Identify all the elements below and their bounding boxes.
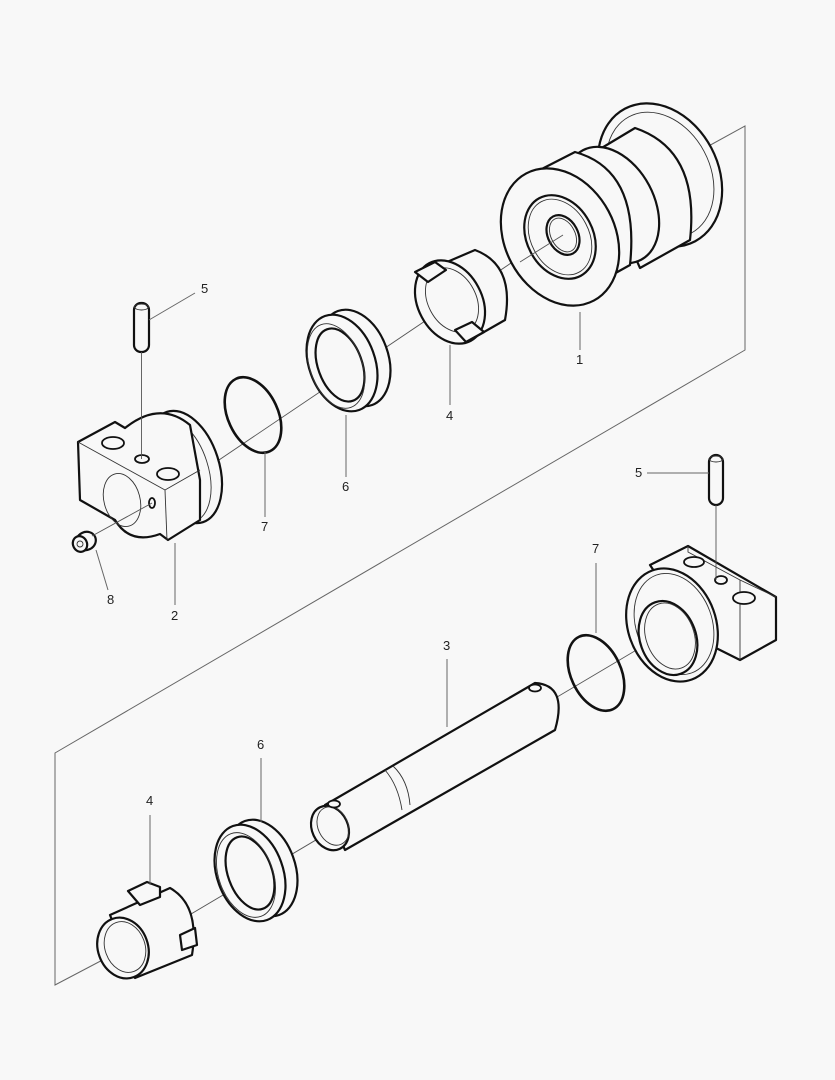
plug-part-8 xyxy=(71,502,153,553)
callout-1: 1 xyxy=(576,352,583,367)
callout-6-lower: 6 xyxy=(257,737,264,752)
collar-lower-part-4 xyxy=(96,880,199,980)
roller-part-1 xyxy=(499,102,724,307)
callout-4-upper: 4 xyxy=(446,408,453,423)
callout-7-upper: 7 xyxy=(261,519,268,534)
assembly-frame xyxy=(54,125,746,986)
pin-lower-part-5 xyxy=(707,453,725,580)
o-ring-upper-part-7 xyxy=(223,375,283,455)
shaft-part-3 xyxy=(309,681,560,852)
o-ring-lower-part-7 xyxy=(566,633,626,713)
callout-3: 3 xyxy=(443,638,450,653)
end-block-upper-part-2 xyxy=(76,409,224,542)
pin-upper-part-5 xyxy=(132,301,151,459)
callout-5-lower: 5 xyxy=(635,465,642,480)
callout-7-lower: 7 xyxy=(592,541,599,556)
leader-lines xyxy=(95,292,709,885)
callout-2: 2 xyxy=(171,608,178,623)
callout-5-upper: 5 xyxy=(201,281,208,296)
callout-6-upper: 6 xyxy=(342,479,349,494)
callout-4-lower: 4 xyxy=(146,793,153,808)
callout-8: 8 xyxy=(107,592,114,607)
callout-labels: 1 2 3 4 4 5 5 6 6 7 7 8 xyxy=(107,281,642,808)
seal-ring-upper-part-6 xyxy=(305,308,392,413)
end-block-lower xyxy=(625,544,778,683)
collar-upper-part-4 xyxy=(413,248,509,345)
seal-ring-lower-part-6 xyxy=(213,818,299,923)
